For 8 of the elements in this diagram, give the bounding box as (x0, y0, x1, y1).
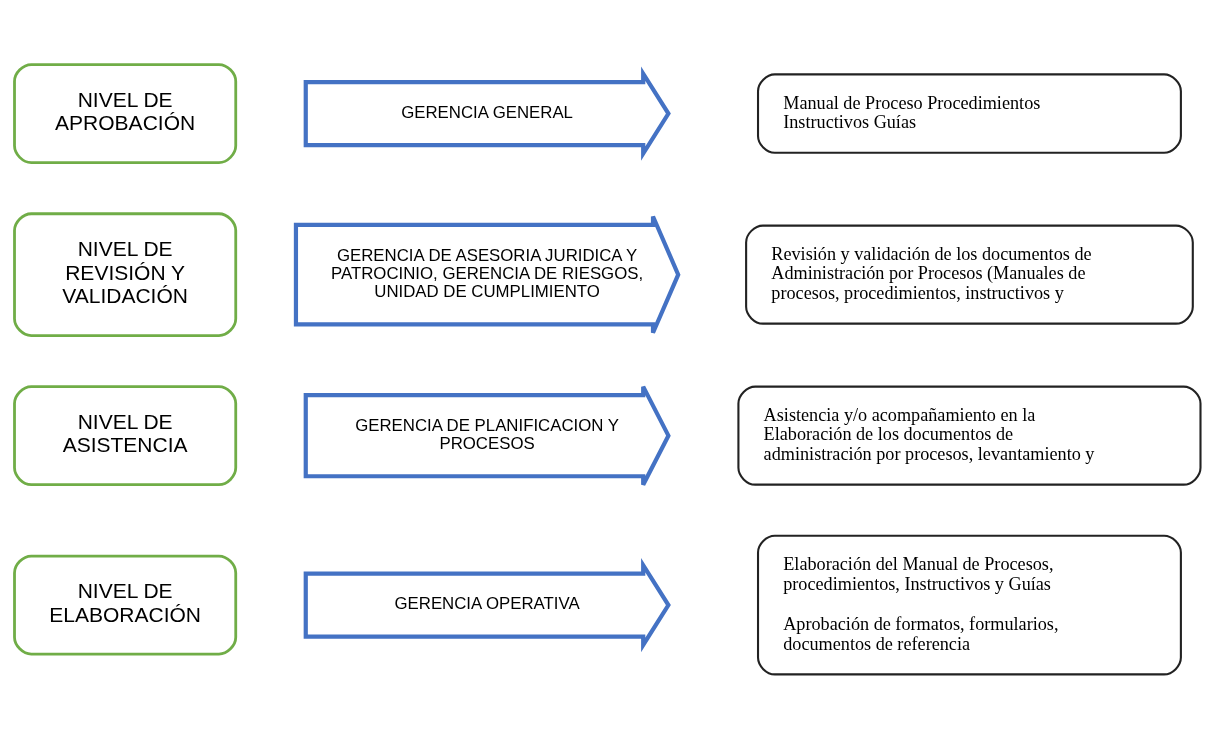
node-box: NIVEL DE REVISIÓN Y VALIDACIÓN (13, 211, 238, 337)
node-box: NIVEL DE ELABORACIÓN (13, 554, 238, 655)
node-box: Manual de Proceso Procedimientos Instructivos Guías (756, 72, 1182, 154)
node-box: Revisión y validación de los documentos de Administración por Procesos (Manuales de procesos, procedimientos, instructivos y (745, 224, 1194, 325)
node-box: Elaboración del Manual de Procesos, procedimientos, Instructivos y Guías Aprobación de formatos, formularios, documentos de referencia (756, 534, 1182, 675)
node-box: Asistencia y/o acompañamiento en la Elaboración de los documentos de administración por procesos, levantamiento y (737, 385, 1202, 486)
node-box: NIVEL DE ASISTENCIA (13, 384, 238, 486)
node-box: NIVEL DE APROBACIÓN (13, 62, 238, 164)
